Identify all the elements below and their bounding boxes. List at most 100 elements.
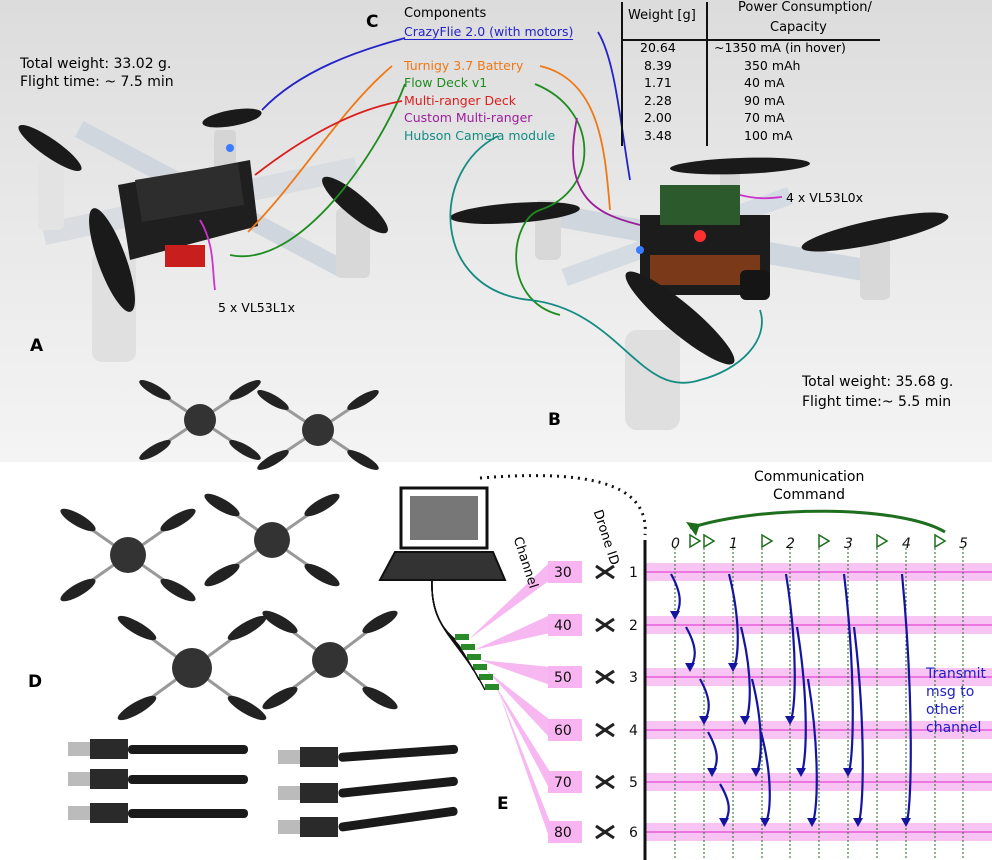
usb-cable — [431, 579, 474, 671]
step-triangle — [818, 533, 831, 549]
drone-b-flight-time: Flight time:~ 5.5 min — [802, 394, 952, 410]
channel-fan — [468, 562, 550, 640]
transmit-arrowhead — [901, 818, 911, 827]
transmit-line: other — [926, 702, 964, 718]
transmit-arrowhead — [707, 768, 717, 777]
drone-b-weight: Total weight: 35.68 g. — [802, 374, 954, 390]
drone-a-sensor-label: 5 x VL53L1x — [218, 300, 296, 315]
panel-label-d: D — [28, 672, 43, 692]
step-label: 5 — [959, 536, 968, 552]
transmit-arrowhead — [796, 768, 806, 777]
component-name: Hubson Camera module — [404, 128, 556, 143]
wireless-link — [479, 474, 647, 536]
drone-a-weight: Total weight: 33.02 g. — [20, 56, 172, 72]
panel-label-b: B — [548, 410, 561, 430]
usb-dongle — [479, 674, 493, 680]
table-header-components: Components — [404, 6, 487, 21]
channel-number: 60 — [554, 723, 572, 739]
step-label: 4 — [902, 536, 911, 552]
usb-cable — [431, 579, 486, 691]
usb-dongle — [467, 654, 481, 660]
drone-icon — [595, 564, 615, 580]
component-name: Turnigy 3.7 Battery — [404, 58, 524, 73]
swarm-drone — [257, 390, 379, 470]
step-label: 3 — [844, 536, 853, 552]
component-weight: 2.00 — [644, 110, 672, 125]
transmit-arrowhead — [685, 663, 695, 672]
step-label: 2 — [786, 536, 795, 552]
drone-a-photo — [18, 108, 388, 362]
usb-dongle — [473, 664, 487, 670]
component-power: 90 mA — [744, 93, 785, 108]
drone-icon — [595, 774, 615, 790]
swarm-drone — [262, 610, 398, 710]
component-power: ~1350 mA (in hover) — [714, 40, 846, 55]
swarm-drone — [117, 615, 267, 721]
component-name: Multi-ranger Deck — [404, 93, 516, 108]
transmit-annotation: Transmit msg to other channel — [926, 665, 986, 737]
transmit-line: Transmit — [926, 666, 987, 682]
transmit-arrowhead — [719, 818, 729, 827]
comm-arrow — [689, 509, 946, 534]
drone-b-photo — [450, 157, 949, 430]
component-power: 40 mA — [744, 75, 785, 90]
step-triangle — [703, 533, 716, 549]
transmit-arrowhead — [728, 663, 738, 672]
channel-label-bg — [548, 561, 582, 583]
drone-a-flight-time: Flight time: ~ 7.5 min — [20, 74, 174, 90]
transmit-arrowhead — [751, 768, 761, 777]
drone-photo-panel — [0, 0, 992, 462]
drone-b-sensor-label: 4 x VL53L0x — [786, 190, 864, 205]
step-triangle — [934, 533, 947, 549]
usb-dongle — [461, 644, 475, 650]
transmit-arrow — [852, 626, 864, 825]
channel-label-bg — [548, 771, 582, 793]
component-weight: 2.28 — [644, 93, 672, 108]
channel-number: 50 — [554, 670, 572, 686]
transmit-arrow — [842, 573, 854, 775]
radio-dongle — [68, 769, 248, 789]
channel-number: 70 — [554, 775, 572, 791]
table-grid — [621, 2, 880, 146]
component-power: 70 mA — [744, 110, 785, 125]
drone-id: 5 — [629, 775, 638, 791]
usb-cable — [431, 579, 480, 681]
component-name: Flow Deck v1 — [404, 75, 488, 90]
channel-fan — [480, 660, 550, 685]
comm-title-line2: Command — [773, 487, 845, 503]
drone-id: 1 — [629, 565, 638, 581]
channel-fan — [498, 690, 550, 840]
laptop-keyboard — [378, 551, 507, 581]
transmit-arrowhead — [853, 818, 863, 827]
channel-label-bg — [548, 719, 582, 741]
transmit-line: msg to — [926, 684, 975, 700]
radio-dongle — [68, 739, 248, 759]
drone-icon — [595, 669, 615, 685]
component-weight: 1.71 — [644, 75, 672, 90]
step-triangle — [761, 533, 774, 549]
drone-id: 4 — [629, 723, 638, 739]
channel-fan — [486, 670, 550, 738]
comm-arrowhead — [686, 522, 700, 536]
component-name: CrazyFlie 2.0 (with motors) — [404, 24, 574, 40]
channel-label-bg — [548, 614, 582, 636]
component-power: 350 mAh — [744, 58, 801, 73]
swarm-drone — [60, 508, 196, 602]
drone-icon — [595, 722, 615, 738]
swarm-drone — [139, 380, 261, 460]
transmit-arrow — [795, 626, 807, 775]
transmit-line: channel — [926, 720, 982, 736]
component-power: 100 mA — [744, 128, 793, 143]
swarm-drone — [204, 493, 340, 587]
component-weight: 3.48 — [644, 128, 672, 143]
channel-fan — [474, 615, 550, 650]
step-triangle — [689, 533, 702, 549]
transmit-arrow — [900, 573, 912, 825]
usb-dongle — [485, 684, 499, 690]
leader-lines — [199, 31, 783, 384]
channel-number: 30 — [554, 565, 572, 581]
panel-label-c: C — [366, 12, 379, 32]
drone-id: 3 — [629, 670, 638, 686]
radio-dongle — [278, 776, 458, 803]
